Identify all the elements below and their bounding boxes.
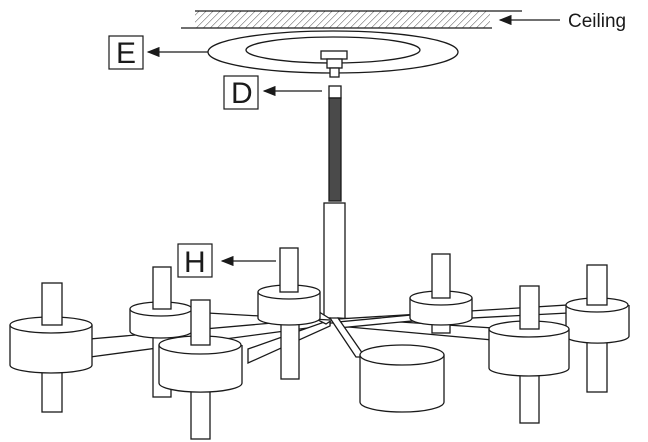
lamp-back-right xyxy=(409,253,473,334)
label-h: H xyxy=(184,246,206,279)
ceiling-label: Ceiling xyxy=(568,11,626,32)
lamp-front-right xyxy=(488,285,570,424)
body-column xyxy=(323,202,346,324)
downrod xyxy=(328,97,342,202)
lamp-front-center xyxy=(359,344,445,413)
lamp-back-center xyxy=(257,247,321,380)
mounting-connector xyxy=(320,50,348,99)
arm-callout: H xyxy=(177,243,276,279)
label-d: D xyxy=(231,77,253,110)
lamp-front xyxy=(158,299,243,440)
ceiling-callout: Ceiling xyxy=(498,11,626,32)
canopy-callout: E xyxy=(108,35,208,70)
lamp-front-left xyxy=(9,282,93,413)
label-e: E xyxy=(116,37,136,70)
lamp-far-right xyxy=(565,264,630,393)
ceiling xyxy=(181,10,522,29)
connector-callout: D xyxy=(223,75,322,110)
